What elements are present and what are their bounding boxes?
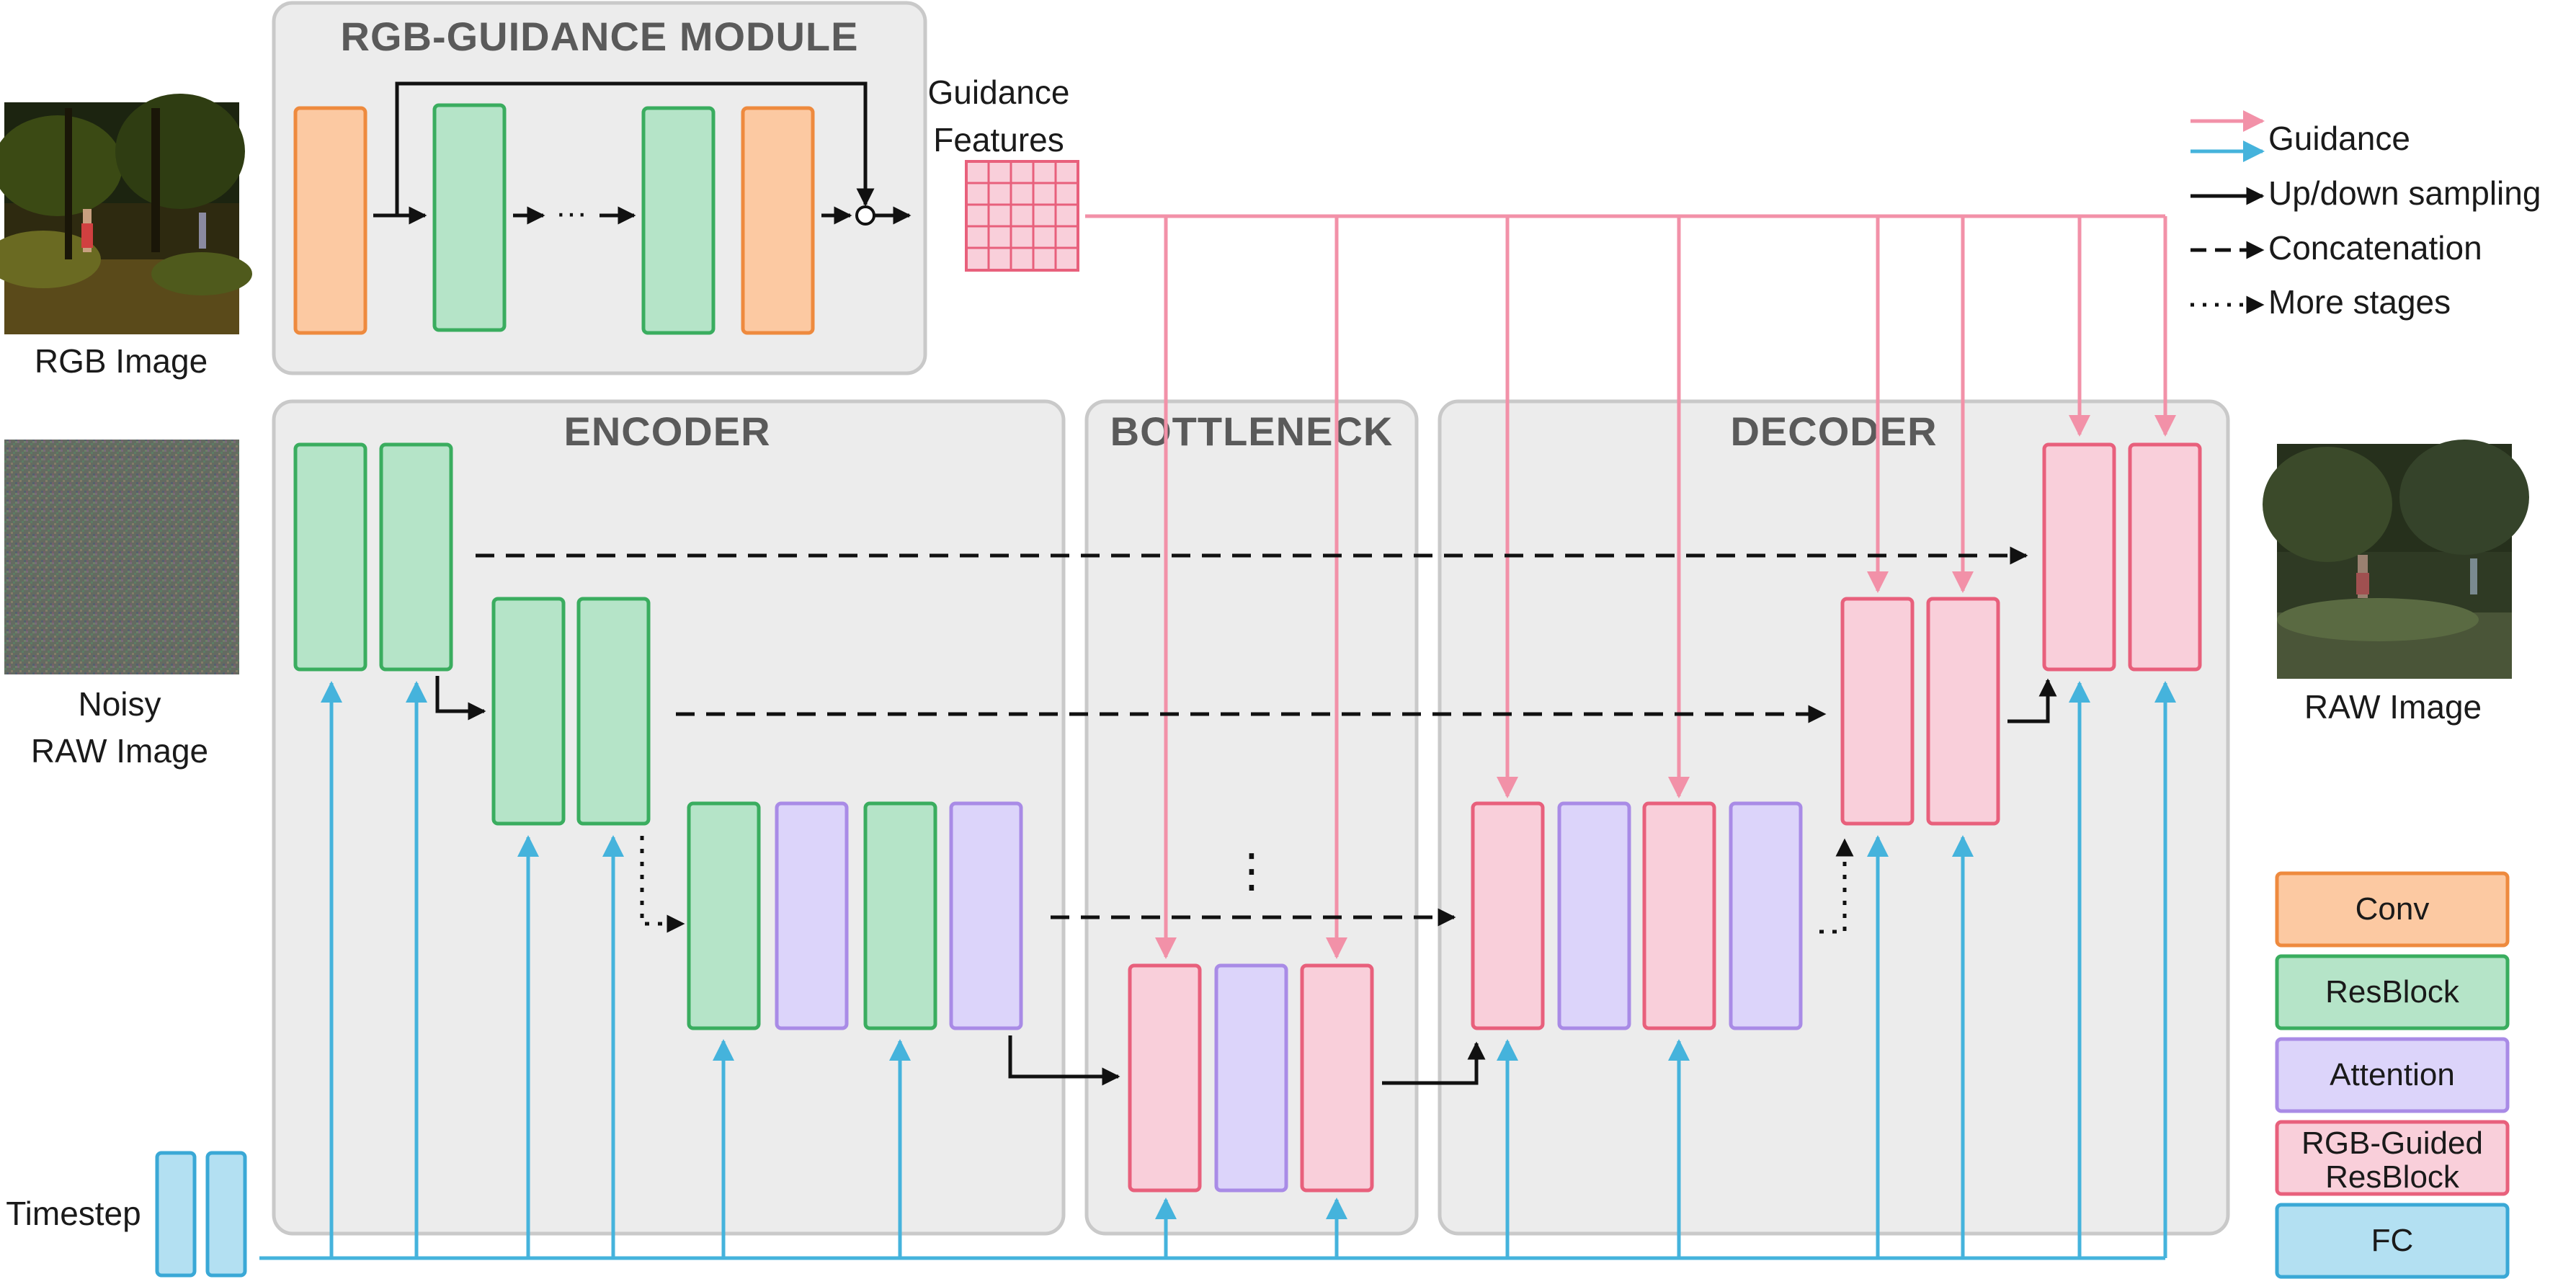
encoder-title: ENCODER [563, 409, 770, 454]
decoder-panel: DECODER [1438, 399, 2230, 1236]
rgb-guided-resblock-block [1642, 801, 1716, 1030]
guidance-arrows [1085, 214, 2176, 959]
raw-image-label: RAW Image [2304, 688, 2482, 726]
timestep-fc-blocks [155, 1151, 247, 1278]
resblock-block [379, 442, 453, 672]
attention-block [775, 801, 849, 1030]
conv-block [741, 106, 815, 335]
encoder-blocks [293, 442, 1023, 1030]
sampling-arrows [435, 676, 2057, 1086]
rgb-guided-resblock-block [1128, 963, 1202, 1193]
rgb-guided-resblock-block [2042, 442, 2116, 672]
timestep-arrows [259, 681, 2176, 1260]
rgb-guided-resblock-block [1471, 801, 1545, 1030]
more-stages-ellipsis: ··· [556, 195, 587, 231]
resblock-block [863, 801, 937, 1030]
attention-block [949, 801, 1023, 1030]
bottleneck-blocks [1128, 963, 1374, 1193]
legend-attention-swatch [2275, 1037, 2510, 1113]
attention-block [1214, 963, 1288, 1193]
fc-block [205, 1151, 247, 1278]
raw-image [2263, 440, 2529, 679]
rgb-guidance-module-panel: RGB-GUIDANCE MODULE [272, 1, 927, 375]
resblock-block [293, 442, 367, 672]
legend-rgb-guided-swatch [2275, 1120, 2510, 1196]
timestep-label: Timestep [6, 1195, 141, 1232]
fc-block [155, 1151, 197, 1278]
rgb-guidance-module-title: RGB-GUIDANCE MODULE [341, 14, 859, 59]
bottleneck-title: BOTTLENECK [1110, 409, 1394, 454]
legend-rgb-guided-label-line2: ResBlock [2325, 1159, 2460, 1195]
conv-block [293, 106, 367, 335]
rgb-guided-resblock-block [1840, 597, 1915, 826]
rgb-guidance-blocks [293, 103, 815, 335]
legend-concatenation-label: Concatenation [2268, 229, 2482, 267]
rgb-image [0, 94, 252, 334]
guidance-features-label-line1: Guidance [928, 73, 1070, 111]
noisy-raw-label-line2: RAW Image [31, 732, 208, 770]
resblock-block [641, 106, 716, 335]
noisy-raw-label-line1: Noisy [78, 685, 161, 723]
guidance-features-label-line2: Features [933, 121, 1064, 159]
more-stages-vertical-dots: ⋮ [1229, 845, 1275, 896]
skip-connection-arrows [476, 546, 2028, 927]
attention-block [1557, 801, 1631, 1030]
legend-rgb-guided-label-line1: RGB-Guided [2301, 1126, 2483, 1161]
legend-blocks: Conv ResBlock Attention RGB-Guided ResBl… [2275, 871, 2510, 1279]
decoder-blocks [1471, 442, 2202, 1030]
legend-fc-swatch [2275, 1203, 2510, 1279]
legend-conv-label: Conv [2356, 891, 2430, 927]
more-stages-arrows [640, 836, 1854, 934]
rgb-guided-resblock-block [1926, 597, 2000, 826]
decoder-title: DECODER [1730, 409, 1937, 454]
resblock-block [576, 597, 651, 826]
legend-resblock-swatch [2275, 954, 2510, 1030]
rgb-guided-resblock-block [1300, 963, 1374, 1193]
resblock-block [432, 103, 507, 332]
legend-conv-swatch [2275, 871, 2510, 948]
resblock-block [687, 801, 761, 1030]
resblock-block [491, 597, 566, 826]
guidance-features-grid [965, 160, 1079, 272]
legend-arrows: Guidance Up/down sampling Concatenation … [2191, 110, 2541, 321]
legend-fc-label: FC [2371, 1223, 2414, 1258]
attention-block [1729, 801, 1803, 1030]
noisy-raw-image [4, 440, 239, 674]
legend-guidance-label: Guidance [2268, 120, 2410, 157]
rgb-guided-resblock-block [2128, 442, 2202, 672]
rgb-guidance-arrows [373, 81, 912, 226]
legend-sampling-label: Up/down sampling [2268, 174, 2541, 212]
legend-attention-label: Attention [2330, 1057, 2455, 1092]
legend-more-stages-label: More stages [2268, 283, 2451, 321]
legend-resblock-label: ResBlock [2325, 974, 2460, 1010]
rgb-image-label: RGB Image [35, 342, 208, 380]
